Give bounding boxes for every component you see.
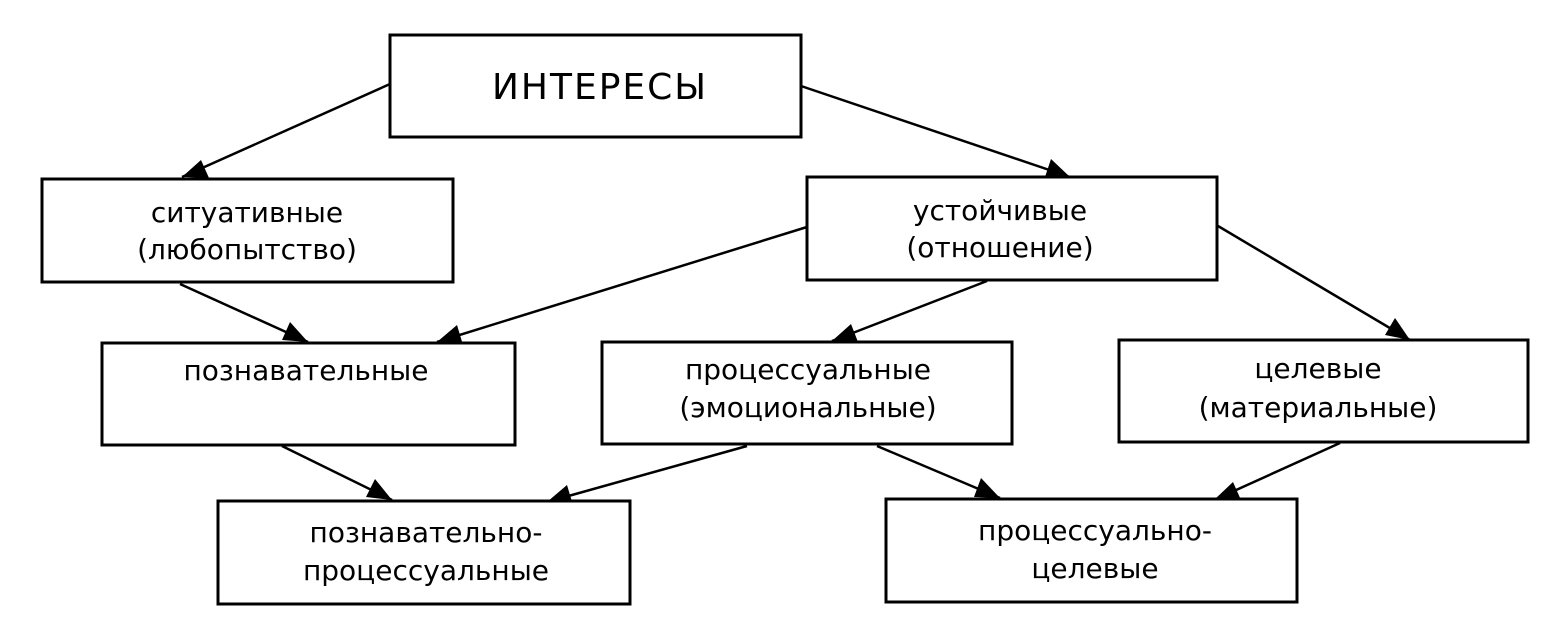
node-root-label: ИНТЕРЕСЫ (492, 67, 708, 108)
node-procedural-target-line-1: процессуально- (978, 514, 1212, 547)
arrow-stable-to-cognitive (436, 225, 808, 344)
node-situational: ситуативные (любопытство) (40, 177, 455, 284)
node-procedural: процессуальные (эмоциональные) (600, 340, 1014, 446)
node-stable-line-2: (отношение) (906, 231, 1093, 264)
node-cognitive-procedural-box (216, 499, 632, 606)
arrowhead-situational-to-cognitive (282, 322, 308, 342)
node-procedural-target: процессуально- целевые (884, 497, 1299, 604)
node-cognitive-procedural-line-2: процессуальные (303, 554, 549, 587)
arrowhead-root-to-situational (182, 160, 209, 178)
arrowhead-stable-to-procedural (832, 324, 858, 342)
node-procedural-target-box (884, 497, 1299, 604)
node-situational-line-2: (любопытство) (137, 233, 357, 266)
node-procedural-box (600, 340, 1014, 446)
arrowhead-procedural-to-procedural-target (974, 478, 1000, 498)
node-target-line-2: (материальные) (1199, 391, 1438, 424)
node-target: целевые (материальные) (1117, 338, 1530, 444)
arrow-procedural-to-cognitive-procedural (546, 444, 748, 504)
node-situational-box (40, 177, 455, 284)
edges (179, 82, 1411, 505)
node-stable-box (805, 175, 1219, 282)
node-procedural-line-2: (эмоциональные) (679, 391, 936, 424)
node-cognitive: познавательные (100, 341, 517, 447)
arrow-stable-to-procedural (831, 279, 988, 343)
node-procedural-line-1: процессуальные (685, 353, 931, 386)
arrowhead-target-to-procedural-target (1214, 482, 1241, 500)
node-stable: устойчивые (отношение) (805, 175, 1219, 282)
node-target-line-1: целевые (1254, 352, 1381, 385)
arrowhead-cognitive-to-cognitive-procedural (366, 479, 392, 500)
arrow-stable-to-target (1217, 224, 1411, 342)
node-target-box (1117, 338, 1530, 444)
arrow-root-to-stable (800, 84, 1071, 179)
node-root-box (388, 33, 803, 139)
arrowhead-stable-to-target (1385, 318, 1410, 340)
arrowhead-root-to-stable (1045, 159, 1070, 177)
arrow-root-to-situational (181, 82, 391, 179)
node-cognitive-box (100, 341, 517, 447)
node-situational-line-1: ситуативные (151, 196, 343, 229)
node-stable-line-1: устойчивые (913, 194, 1087, 227)
node-cognitive-procedural-line-1: познавательно- (310, 516, 543, 549)
node-cognitive-line-1: познавательные (183, 354, 428, 387)
node-cognitive-procedural: познавательно- процессуальные (216, 499, 632, 606)
arrowhead-stable-to-cognitive (437, 325, 463, 345)
node-root: ИНТЕРЕСЫ (388, 33, 803, 139)
node-procedural-target-line-2: целевые (1031, 552, 1158, 585)
